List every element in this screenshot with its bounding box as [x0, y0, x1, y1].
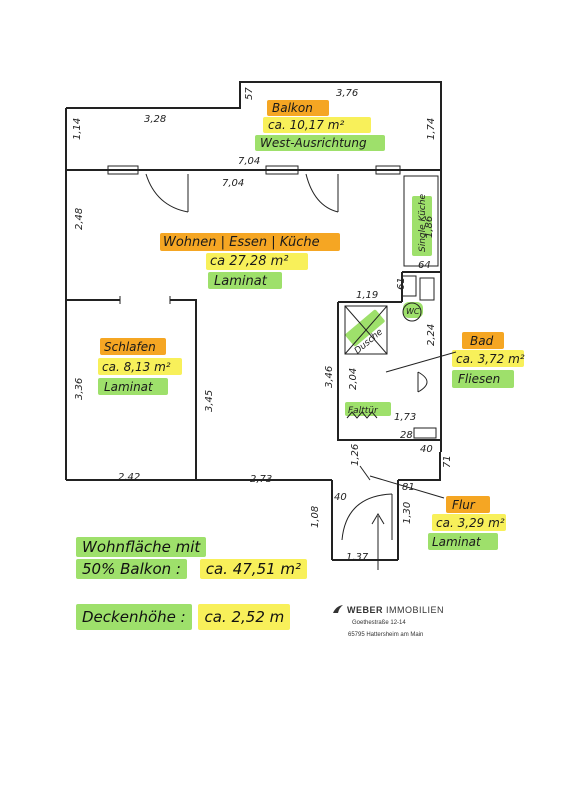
wohnen-area: ca 27,28 m²: [210, 254, 288, 269]
bad-name-highlight: [462, 332, 504, 349]
brand-rest: IMMOBILIEN: [383, 605, 445, 615]
room-labels: Balkon ca. 10,17 m² West-Ausrichtung Woh…: [102, 101, 525, 549]
height-summary: Deckenhöhe : ca. 2,52 m: [76, 604, 291, 630]
dim-71: 71: [442, 455, 453, 468]
wc-label: WC: [406, 307, 420, 316]
company-street: Goethestraße 12-14: [352, 620, 406, 626]
dim-242: 2,42: [118, 472, 140, 483]
window-center: [265, 165, 299, 175]
wohnen-name: Wohnen | Essen | Küche: [163, 235, 320, 250]
dim-81: 81: [402, 482, 415, 493]
dim-328: 3,28: [144, 114, 166, 125]
schlafen-area-highlight: [98, 358, 182, 375]
balkon-area-highlight: [263, 117, 371, 133]
balkon-area: ca. 10,17 m²: [268, 118, 344, 132]
dim-704-top: 7,04: [238, 156, 260, 167]
dim-248: 2,48: [74, 208, 85, 230]
area-label-line-1: Wohnfläche mit: [76, 537, 207, 557]
wohnen-floor: Laminat: [214, 274, 268, 289]
flur-name-highlight: [446, 496, 490, 513]
flur-floor: Laminat: [432, 535, 482, 549]
kueche-highlight: [412, 196, 432, 256]
flur-area: ca. 3,29 m²: [436, 516, 505, 530]
height-value: ca. 2,52 m: [198, 604, 291, 630]
height-label: Deckenhöhe :: [76, 604, 192, 630]
dim-57: 57: [244, 87, 255, 100]
walls: [65, 81, 457, 570]
dim-61: 61: [396, 277, 407, 290]
dim-173: 1,73: [394, 412, 416, 423]
dim-336: 3,36: [74, 378, 85, 400]
dim-345: 3,45: [204, 390, 215, 412]
bad-area-highlight: [452, 350, 524, 367]
window-right: [375, 165, 401, 175]
dim-704-bottom: 7,04: [222, 178, 244, 189]
bad-floor: Fliesen: [458, 372, 500, 386]
dim-130: 1,30: [402, 502, 413, 524]
dim-174: 1,74: [426, 118, 437, 140]
schlafen-area: ca. 8,13 m²: [102, 360, 171, 374]
area-value: ca. 47,51 m²: [199, 559, 308, 579]
kueche-label: Single Küche: [418, 193, 428, 252]
bad-name: Bad: [470, 334, 494, 348]
schlafen-floor: Laminat: [104, 380, 154, 394]
window-left: [107, 165, 139, 175]
highlights: [98, 100, 524, 550]
dim-108: 1,08: [310, 506, 321, 528]
schlafen-floor-highlight: [98, 378, 168, 395]
schlafen-name-highlight: [100, 338, 166, 355]
bad-floor-highlight: [452, 370, 514, 388]
dim-273: 2,73: [250, 474, 272, 485]
balkon-note-highlight: [255, 135, 385, 151]
dim-346: 3,46: [324, 366, 335, 388]
company-logo: WEBER IMMOBILIEN Goethestraße 12-14 6579…: [332, 604, 472, 638]
wohnen-area-highlight: [206, 253, 308, 270]
area-summary: Wohnfläche mit 50% Balkon : ca. 47,51 m²: [76, 537, 308, 579]
dim-137: 1,37: [346, 552, 369, 563]
company-city: 65795 Hattersheim am Main: [348, 632, 424, 638]
falttuer-label: Falttür: [348, 406, 379, 416]
flur-floor-highlight: [428, 533, 498, 550]
dim-balkon-width: 3,76: [336, 88, 358, 99]
flur-name: Flur: [452, 498, 476, 512]
dimensions: 3,76 57 3,28 1,14 1,74 7,04 7,04 2,48 1,…: [72, 87, 453, 563]
dim-224: 2,24: [426, 324, 437, 346]
dim-204: 2,04: [348, 368, 359, 390]
dim-114: 1,14: [72, 118, 83, 140]
dim-40-flur: 40: [334, 492, 347, 503]
dusche-highlight: [345, 309, 385, 347]
dim-28: 28: [400, 430, 413, 441]
balkon-note: West-Ausrichtung: [260, 136, 367, 150]
wohnen-floor-highlight: [208, 272, 282, 289]
balcony-outline: [66, 81, 442, 168]
bad-area: ca. 3,72 m²: [456, 352, 525, 366]
dim-126: 1,26: [350, 444, 361, 466]
dim-186: 1,86: [424, 216, 435, 238]
brand-bold: WEBER: [347, 605, 384, 615]
weber-logo-icon: [333, 605, 343, 613]
area-label-line-2: 50% Balkon :: [76, 559, 187, 579]
kitchen-counter: [403, 175, 439, 267]
dim-119: 1,19: [356, 290, 378, 301]
balkon-name: Balkon: [272, 101, 313, 115]
wc-highlight: [403, 302, 423, 318]
falttuer-highlight: [345, 402, 391, 416]
wohnen-name-highlight: [160, 233, 340, 251]
schlafen-name: Schlafen: [104, 340, 156, 354]
dim-64: 64: [418, 260, 431, 271]
balkon-name-highlight: [267, 100, 329, 116]
dim-40-bath: 40: [420, 444, 433, 455]
flur-area-highlight: [432, 514, 506, 531]
